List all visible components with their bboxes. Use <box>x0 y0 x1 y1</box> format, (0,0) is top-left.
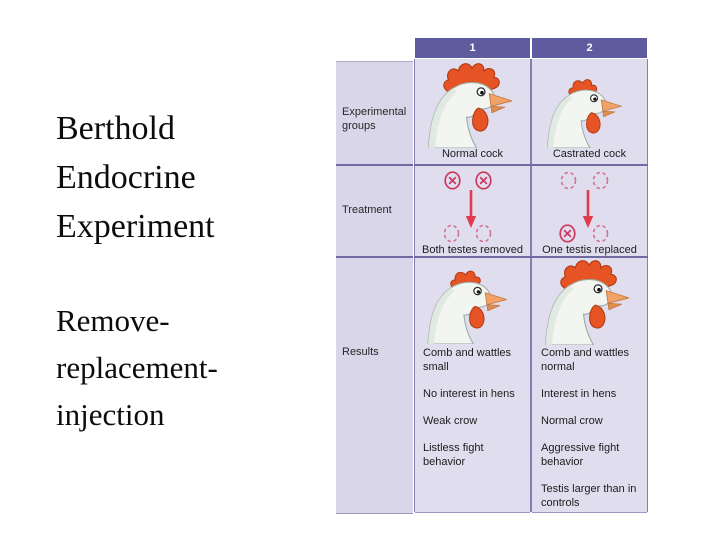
testis-removed-icon <box>475 171 492 195</box>
column-header-1: 1 <box>415 38 530 58</box>
result-item: Comb and wattles small <box>423 347 512 373</box>
testis-replaced-icon <box>559 224 576 248</box>
row-label-experimental-groups: Experimental groups <box>342 106 407 132</box>
row-divider <box>336 164 413 166</box>
result-item: Listless fight behavior <box>423 442 484 468</box>
results-group2-list: Comb and wattles normal Interest in hens… <box>541 346 649 523</box>
caption-castrated-cock: Castrated cock <box>552 148 627 160</box>
castrated-cock-illustration <box>540 71 632 148</box>
arrow-down-icon <box>465 190 477 233</box>
result-group2-cock-illustration <box>534 258 644 345</box>
row-divider <box>414 256 648 258</box>
slide-title: Berthold Endocrine Experiment <box>56 110 215 245</box>
testis-absent-icon <box>592 224 609 248</box>
caption-both-testes-removed: Both testes removed <box>422 244 523 256</box>
testis-absent-icon <box>475 224 492 248</box>
caption-one-testis-replaced: One testis replaced <box>542 244 637 256</box>
column-border <box>413 59 415 512</box>
row-label-results: Results <box>342 346 379 358</box>
row-divider <box>336 256 413 258</box>
slide-subtitle: Remove- replacement- injection <box>56 303 218 432</box>
testis-absent-icon <box>560 171 577 195</box>
result-group1-cock-illustration <box>420 262 518 344</box>
column-header-2: 2 <box>532 38 647 58</box>
testis-removed-icon <box>444 171 461 195</box>
row-divider <box>414 164 648 166</box>
column-border <box>646 59 648 512</box>
row-label-column <box>336 61 413 514</box>
experiment-figure: 1 2 Experimental groups Treatment Result… <box>336 38 648 514</box>
result-item: Comb and wattles normal <box>541 347 630 373</box>
testis-absent-icon <box>592 171 609 195</box>
result-item: Testis larger than in controls <box>541 483 637 509</box>
result-item: Weak crow <box>423 415 478 427</box>
normal-cock-illustration <box>421 61 523 148</box>
row-label-treatment: Treatment <box>342 204 392 216</box>
arrow-down-icon <box>582 190 594 233</box>
result-item: No interest in hens <box>423 388 515 400</box>
results-group1-list: Comb and wattles small No interest in he… <box>423 346 529 482</box>
result-item: Normal crow <box>541 415 603 427</box>
testis-absent-icon <box>443 224 460 248</box>
column-divider <box>530 59 532 512</box>
result-item: Interest in hens <box>541 388 617 400</box>
caption-normal-cock: Normal cock <box>441 148 504 160</box>
result-item: Aggressive fight behavior <box>541 442 620 468</box>
